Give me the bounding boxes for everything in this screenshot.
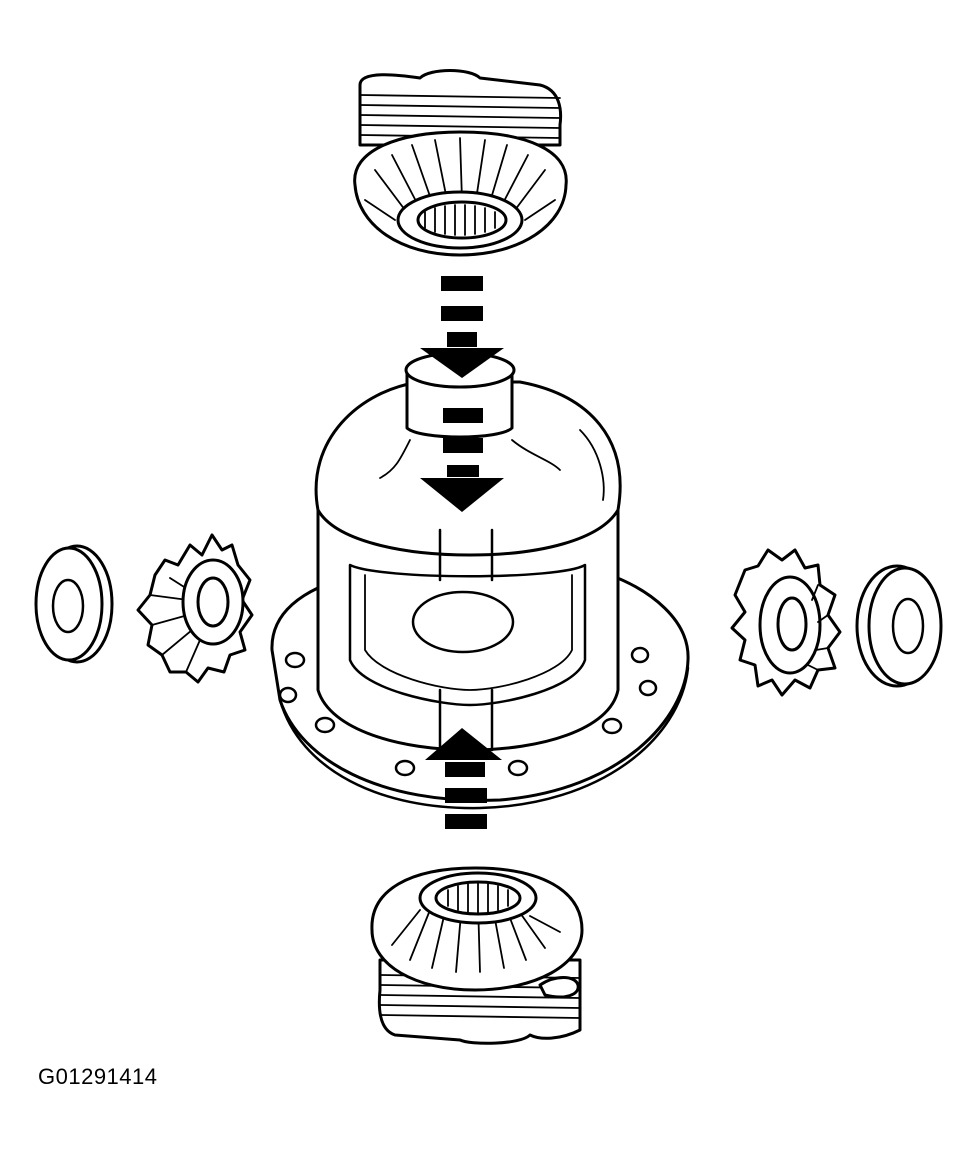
lower-arrow (425, 728, 502, 829)
lower-side-gear-clutch-pack (370, 866, 584, 1045)
right-pinion-gear (730, 548, 842, 697)
upper-arrow (420, 276, 504, 378)
left-thrust-washer (34, 544, 114, 664)
upper-side-gear-clutch-pack (353, 69, 568, 257)
left-pinion-gear (136, 533, 254, 684)
differential-case (270, 351, 690, 810)
figure-code: G01291414 (38, 1064, 158, 1089)
right-thrust-washer (855, 564, 943, 688)
inner-arrow (420, 408, 504, 512)
